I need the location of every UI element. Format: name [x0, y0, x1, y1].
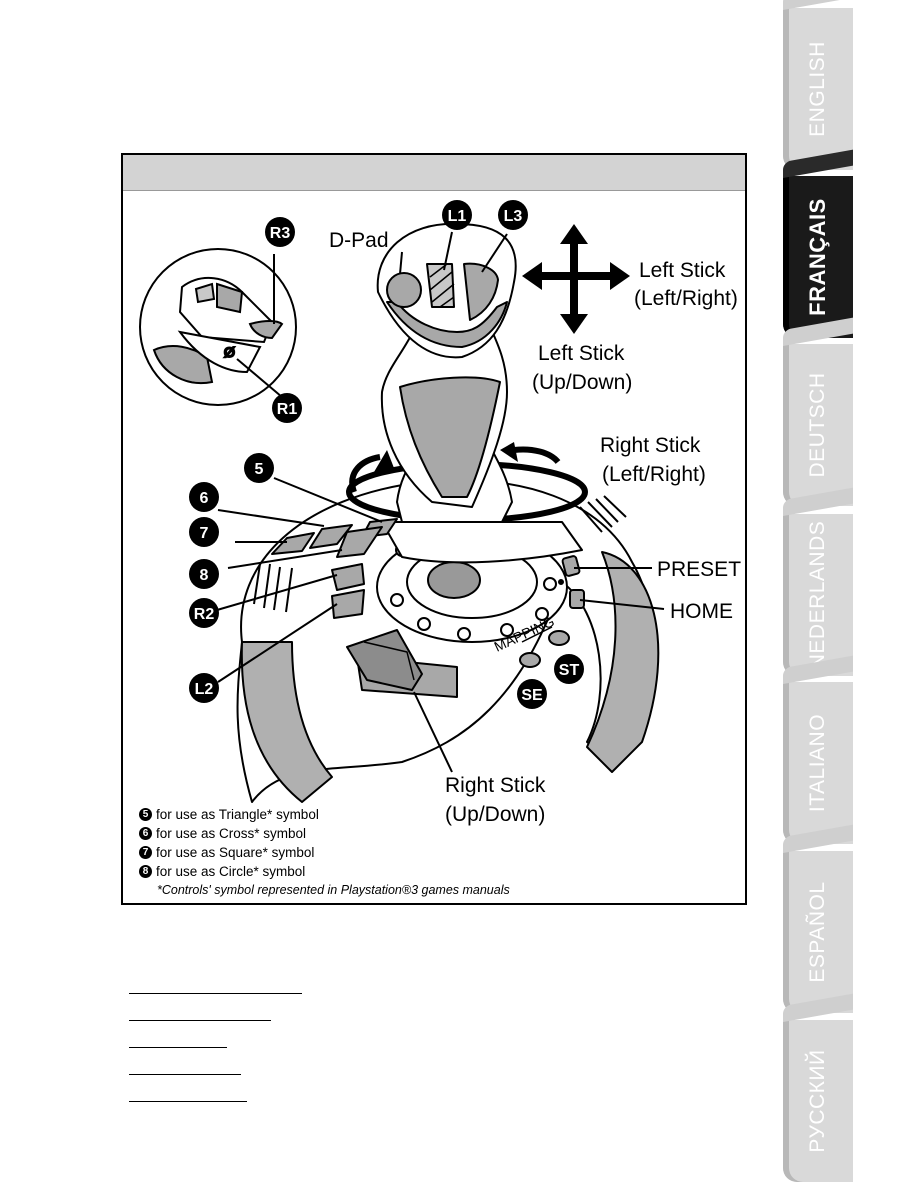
tab-label: DEUTSCH	[806, 372, 829, 478]
tab-nederlands[interactable]: NEDERLANDS	[783, 514, 853, 676]
l1-hatch	[429, 263, 455, 308]
badges	[189, 200, 584, 709]
label-right-stick-ud-1: Right Stick	[445, 774, 546, 797]
dpad-hat-icon	[386, 272, 422, 308]
label-left-stick-ud-2: (Up/Down)	[532, 371, 632, 394]
badge-r2: R2	[194, 606, 215, 623]
legend-item: 5 for use as Triangle* symbol	[139, 805, 510, 824]
label-left-stick-ud-1: Left Stick	[538, 342, 625, 365]
label-home: HOME	[670, 600, 733, 623]
legend-number: 6	[139, 827, 152, 840]
badge-l2: L2	[195, 681, 214, 698]
legend-text: for use as Square* symbol	[156, 845, 315, 860]
badge-l3: L3	[504, 208, 523, 225]
tab-espanol[interactable]: ESPAÑOL	[783, 851, 853, 1013]
l2-button-icon	[331, 589, 365, 619]
se-button-icon	[519, 652, 541, 668]
right-grill	[579, 495, 627, 533]
rule-line	[129, 1074, 241, 1075]
badge-8: 8	[200, 567, 209, 584]
head-lower-band	[386, 301, 508, 348]
badge-st: ST	[559, 662, 580, 679]
twist-arrows	[349, 446, 561, 493]
legend-number: 7	[139, 846, 152, 859]
joystick-diagram: Ø	[121, 153, 747, 905]
legend-text: for use as Cross* symbol	[156, 826, 307, 841]
home-button-icon	[569, 589, 585, 609]
tab-label: ENGLISH	[806, 41, 829, 137]
button-8-icon	[336, 526, 383, 558]
r2-button-icon	[331, 563, 365, 591]
left-stick-arrows	[522, 224, 630, 334]
joystick-illustration: Ø	[139, 200, 741, 826]
legend-item: 6 for use as Cross* symbol	[139, 824, 510, 843]
st-button-icon	[548, 630, 570, 646]
mount-socket	[427, 561, 481, 599]
rule-line	[129, 1101, 247, 1102]
legend-note: *Controls' symbol represented in Playsta…	[157, 883, 510, 897]
rule-line	[129, 1047, 227, 1048]
led-dot	[558, 579, 564, 585]
tab-francais[interactable]: FRANÇAIS	[783, 176, 853, 338]
base-left-wing	[240, 641, 333, 803]
button-legend: 5 for use as Triangle* symbol 6 for use as…	[139, 805, 510, 900]
legend-text: for use as Circle* symbol	[156, 864, 306, 879]
legend-number: 8	[139, 865, 152, 878]
badge-l1: L1	[448, 208, 467, 225]
grip-panel	[399, 376, 501, 498]
legend-item: 8 for use as Circle* symbol	[139, 862, 510, 881]
callout-lines	[216, 231, 665, 773]
tab-italiano[interactable]: ITALIANO	[783, 682, 853, 844]
rule-line	[129, 993, 302, 994]
legend-text: for use as Triangle* symbol	[156, 807, 319, 822]
tab-label: NEDERLANDS	[806, 520, 829, 670]
rule-line	[129, 1020, 271, 1021]
badge-r3: R3	[270, 225, 291, 242]
label-dpad: D-Pad	[329, 229, 389, 252]
l3-button-icon	[463, 262, 499, 321]
tab-russian[interactable]: РУССКИЙ	[783, 1020, 853, 1182]
badge-7: 7	[200, 525, 209, 542]
legend-number: 5	[139, 808, 152, 821]
tab-label: ITALIANO	[806, 713, 829, 813]
label-right-stick-ud-2: (Up/Down)	[445, 803, 545, 826]
label-left-stick-lr-1: Left Stick	[639, 259, 726, 282]
button-6-icon	[309, 524, 353, 549]
legend-item: 7 for use as Square* symbol	[139, 843, 510, 862]
label-right-stick-lr-2: (Left/Right)	[602, 463, 706, 486]
throttle-lever	[346, 629, 423, 691]
tab-deutsch[interactable]: DEUTSCH	[783, 344, 853, 506]
tab-margin	[853, 0, 918, 1188]
tab-english[interactable]: ENGLISH	[783, 8, 853, 170]
badge-se: SE	[521, 687, 543, 704]
inset-detail: Ø	[139, 248, 297, 406]
language-tabs: ENGLISH FRANÇAIS DEUTSCH NEDERLANDS ITAL…	[783, 0, 918, 1188]
label-right-stick-lr-1: Right Stick	[600, 434, 701, 457]
underline-rules	[129, 993, 302, 1128]
svg-text:Ø: Ø	[224, 344, 235, 360]
tab-label: РУССКИЙ	[806, 1049, 829, 1153]
tab-label: FRANÇAIS	[805, 198, 830, 316]
badge-6: 6	[200, 490, 209, 507]
stick-collar	[381, 521, 583, 564]
preset-button-icon	[561, 555, 581, 577]
label-preset: PRESET	[657, 558, 741, 581]
label-left-stick-lr-2: (Left/Right)	[634, 287, 738, 310]
button-7-icon	[271, 532, 315, 555]
badge-r1: R1	[277, 401, 298, 418]
tab-label: ESPAÑOL	[806, 881, 829, 983]
diagram-header-band	[123, 155, 745, 191]
mapping-bracket	[521, 626, 553, 643]
badge-5: 5	[255, 461, 264, 478]
